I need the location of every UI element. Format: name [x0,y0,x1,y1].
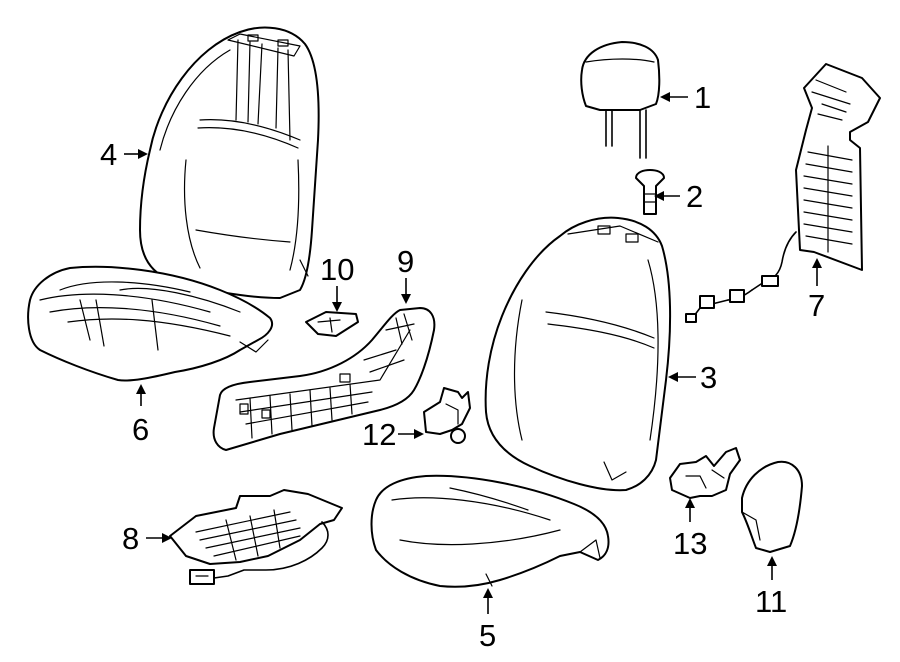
callout-8: 8 [122,521,139,556]
headrest-guide [635,169,665,215]
seat-cushion-heater [169,489,343,585]
callout-arrows [124,92,822,614]
seat-back-heater [685,63,881,323]
callout-13: 13 [673,526,707,561]
seat-cushion-pad [27,265,274,382]
callout-labels: 1 2 3 4 5 6 7 8 9 10 11 12 13 [100,80,825,653]
seat-back-cover [484,216,672,492]
seat-cushion-cover [370,474,610,588]
callout-7: 7 [808,288,825,323]
headrest [580,41,661,159]
side-shield [212,307,436,451]
bracket-knob [423,387,471,444]
callout-6: 6 [132,412,149,447]
callout-11: 11 [755,584,787,619]
callout-5: 5 [479,618,496,653]
callout-9: 9 [397,244,414,279]
hinge-bracket [669,447,741,499]
callout-2: 2 [686,179,703,214]
callout-4: 4 [100,137,117,172]
callout-10: 10 [320,252,354,287]
callout-3: 3 [700,360,717,395]
callout-1: 1 [694,80,711,115]
clip [305,311,359,337]
callout-12: 12 [362,417,396,452]
recliner-cover [741,460,803,553]
seat-back-pad [139,26,320,299]
